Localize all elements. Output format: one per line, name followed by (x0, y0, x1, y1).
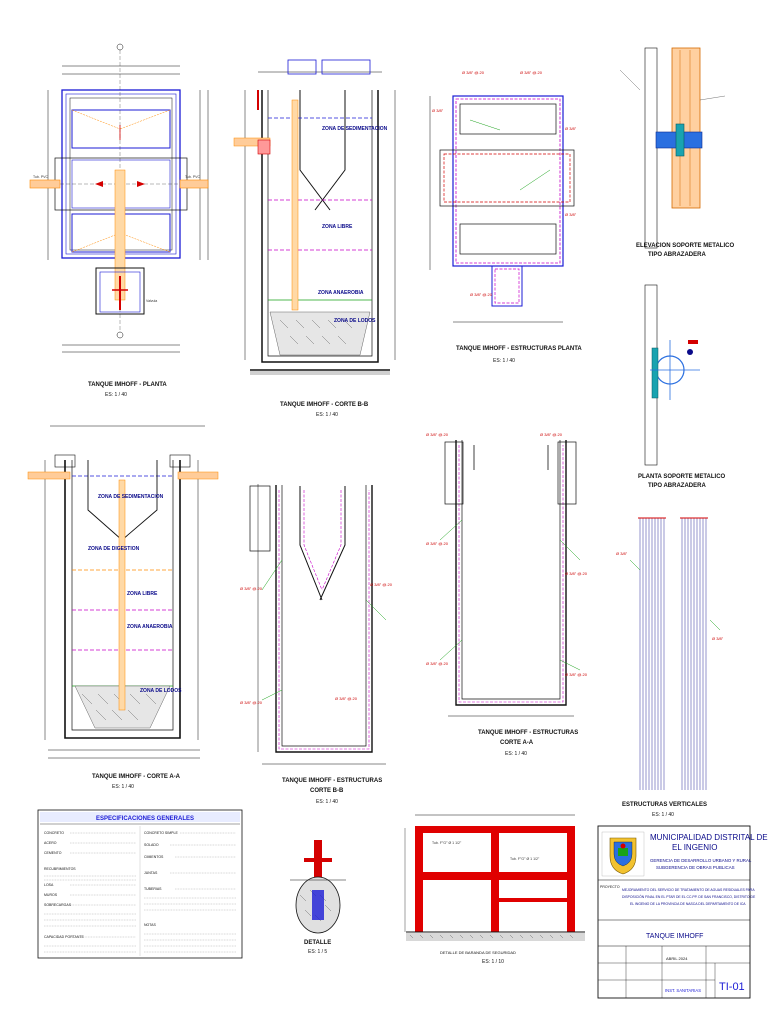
svg-text:Ø 3/8" @.20: Ø 3/8" @.20 (240, 586, 263, 591)
date-value: ABRIL 2024 (666, 956, 688, 961)
plan-title: TANQUE IMHOFF (646, 933, 703, 940)
svg-text:Ø 3/8": Ø 3/8" (616, 551, 628, 556)
spec-left-5: MUROS (44, 893, 58, 897)
municipal-crest-icon (601, 831, 645, 877)
struct-bb-caption-2: CORTE B-B (310, 788, 344, 794)
small-detail-view: DETALLE ES: 1 / 5 (290, 840, 346, 955)
aa-zone-anaerobia: ZONA ANAEROBIA (127, 624, 173, 630)
railing-label-mid: Tub. F°G° Ø 1 1/2" (510, 857, 540, 861)
struct-bb-caption-1: TANQUE IMHOFF - ESTRUCTURAS (282, 778, 382, 784)
svg-text:Ø 3/8" @.20: Ø 3/8" @.20 (426, 541, 449, 546)
struct-bb-view: Ø 3/8" @.20 Ø 3/8" @.20 Ø 3/8" @.20 Ø 3/… (240, 484, 393, 805)
sheet-code: TI-01 (719, 981, 745, 993)
aa-zone-sedimentacion: ZONA DE SEDIMENTACION (98, 494, 164, 500)
aa-zone-libre: ZONA LIBRE (127, 591, 158, 597)
support-elevation-view: ELEVACION SOPORTE METALICO TIPO ABRAZADE… (619, 47, 734, 258)
dept-line-2: SUBGERENCIA DE OBRAS PUBLICAS (656, 865, 735, 870)
struct-plan-view: Ø 3/8" @.20 Ø 3/8" @.20 Ø 3/8" Ø 3/8" Ø … (429, 70, 582, 364)
spec-left-0: CONCRETO (44, 831, 64, 835)
spec-left-3: RECUBRIMIENTOS (44, 867, 76, 871)
entity-line-1: MUNICIPALIDAD DISTRITAL DE (650, 833, 768, 842)
spec-right-6: NOTAS (144, 923, 156, 927)
section-aa-view: ZONA DE SEDIMENTACION ZONA DE DIGESTION … (27, 425, 219, 790)
spec-left-6: SOBRECARGAS (44, 903, 72, 907)
vertical-scale: ES: 1 / 40 (652, 812, 674, 818)
spec-left-8: CAPACIDAD PORTANTE (44, 935, 85, 939)
svg-text:Ø 3/8" @.20: Ø 3/8" @.20 (426, 432, 449, 437)
spec-left-1: ACERO (44, 841, 57, 845)
svg-text:Valvula: Valvula (146, 299, 157, 303)
svg-text:Ø 3/8" @.20: Ø 3/8" @.20 (426, 661, 449, 666)
section-bb-view: ZONA DE SEDIMENTACION ZONA LIBRE ZONA AN… (233, 59, 396, 418)
section-bb-caption: TANQUE IMHOFF - CORTE B-B (280, 402, 369, 408)
railing-scale: ES: 1 / 10 (482, 959, 504, 965)
bb-zone-anaerobia: ZONA ANAEROBIA (318, 290, 364, 296)
struct-aa-scale: ES: 1 / 40 (505, 751, 527, 757)
support-plan-view: PLANTA SOPORTE METALICO TIPO ABRAZADERA (638, 284, 726, 489)
aa-zone-digestion: ZONA DE DIGESTION (88, 546, 140, 552)
spec-right-4: TUBERIAS (144, 887, 162, 891)
svg-text:Ø 3/8": Ø 3/8" (432, 108, 444, 113)
plan-support-caption-1: PLANTA SOPORTE METALICO (638, 474, 726, 480)
svg-text:Ø 3/8": Ø 3/8" (712, 636, 724, 641)
svg-text:Ø 3/8": Ø 3/8" (565, 212, 577, 217)
specs-title: ESPECIFICACIONES GENERALES (96, 816, 194, 822)
struct-aa-caption-2: CORTE A-A (500, 740, 534, 746)
small-detail-caption: DETALLE (304, 940, 331, 946)
elev-support-caption-1: ELEVACION SOPORTE METALICO (636, 243, 734, 249)
svg-text:Ø 3/8" @.20: Ø 3/8" @.20 (370, 582, 393, 587)
title-block: MUNICIPALIDAD DISTRITAL DE EL INGENIO GE… (597, 825, 768, 999)
plan-caption: TANQUE IMHOFF - PLANTA (88, 382, 167, 388)
struct-plan-caption: TANQUE IMHOFF - ESTRUCTURAS PLANTA (456, 346, 582, 352)
specialty-value: INST. SANITARIAS (665, 988, 701, 993)
struct-aa-view: Ø 3/8" @.20 Ø 3/8" @.20 Ø 3/8" @.20 Ø 3/… (426, 432, 588, 757)
vertical-structures-view: Ø 3/8" Ø 3/8" ESTRUCTURAS VERTICALES ES:… (616, 517, 724, 818)
bb-zone-sedimentacion: ZONA DE SEDIMENTACION (322, 126, 388, 132)
struct-aa-caption-1: TANQUE IMHOFF - ESTRUCTURAS (478, 730, 578, 736)
railing-caption: DETALLE DE BARANDA DE SEGURIDAD (440, 950, 516, 955)
project-label: PROYECTO (600, 885, 620, 889)
svg-text:Ø 3/8" @.20: Ø 3/8" @.20 (462, 70, 485, 75)
aa-zone-lodos: ZONA DE LODOS (140, 688, 182, 694)
svg-text:Ø 3/8": Ø 3/8" (565, 126, 577, 131)
vertical-caption: ESTRUCTURAS VERTICALES (622, 802, 707, 808)
plan-view: Tub. PVC Tub. PVC Valvula TANQUE IMHOFF … (29, 43, 210, 398)
svg-text:Ø 3/8" @.20: Ø 3/8" @.20 (335, 696, 358, 701)
railing-label-top: Tub. F°G° Ø 1 1/2" (432, 841, 462, 845)
spec-right-2: CIMIENTOS (144, 855, 164, 859)
bb-zone-libre: ZONA LIBRE (322, 224, 353, 230)
spec-left-4: LOSA (44, 883, 54, 887)
specs-panel: ESPECIFICACIONES GENERALES CONCRETO ACER… (37, 809, 243, 959)
project-text-1: MEJORAMIENTO DEL SERVICIO DE TRATAMIENTO… (622, 888, 755, 892)
small-detail-scale: ES: 1 / 5 (308, 949, 327, 955)
svg-text:Ø 3/8" @.20: Ø 3/8" @.20 (240, 700, 263, 705)
svg-text:Ø 3/8" @.20: Ø 3/8" @.20 (470, 292, 493, 297)
svg-text:Tub. PVC: Tub. PVC (33, 175, 49, 179)
bb-zone-lodos: ZONA DE LODOS (334, 318, 376, 324)
section-bb-scale: ES: 1 / 40 (316, 412, 338, 418)
spec-right-3: JUNTAS (144, 871, 158, 875)
svg-text:Ø 3/8" @.20: Ø 3/8" @.20 (520, 70, 543, 75)
spec-right-0: CONCRETO SIMPLE (144, 831, 178, 835)
elev-support-caption-2: TIPO ABRAZADERA (648, 252, 706, 258)
spec-left-2: CEMENTO (44, 851, 62, 855)
entity-line-2: EL INGENIO (672, 843, 718, 852)
spec-right-1: SOLADO (144, 843, 159, 847)
svg-text:Ø 3/8" @.20: Ø 3/8" @.20 (565, 571, 588, 576)
section-aa-caption: TANQUE IMHOFF - CORTE A-A (92, 774, 181, 780)
project-text-2: DISPOSICIÓN FINAL EN EL PTAR DE EL CC.PP… (622, 894, 756, 899)
plan-support-caption-2: TIPO ABRAZADERA (648, 483, 706, 489)
dept-line-1: GERENCIA DE DESARROLLO URBANO Y RURAL (650, 858, 752, 863)
project-text-3: EL INGENIO DE LA PROVINCIA DE NASCA DEL … (630, 902, 746, 906)
svg-text:Tub. PVC: Tub. PVC (185, 175, 201, 179)
plan-scale: ES: 1 / 40 (105, 392, 127, 398)
svg-text:Ø 3/8" @.20: Ø 3/8" @.20 (540, 432, 563, 437)
railing-detail-view: Tub. F°G° Ø 1 1/2" Tub. F°G° Ø 1 1/2" DE… (404, 814, 585, 965)
struct-bb-scale: ES: 1 / 40 (316, 799, 338, 805)
struct-plan-scale: ES: 1 / 40 (493, 358, 515, 364)
section-aa-scale: ES: 1 / 40 (112, 784, 134, 790)
svg-text:Ø 3/8" @.20: Ø 3/8" @.20 (565, 672, 588, 677)
